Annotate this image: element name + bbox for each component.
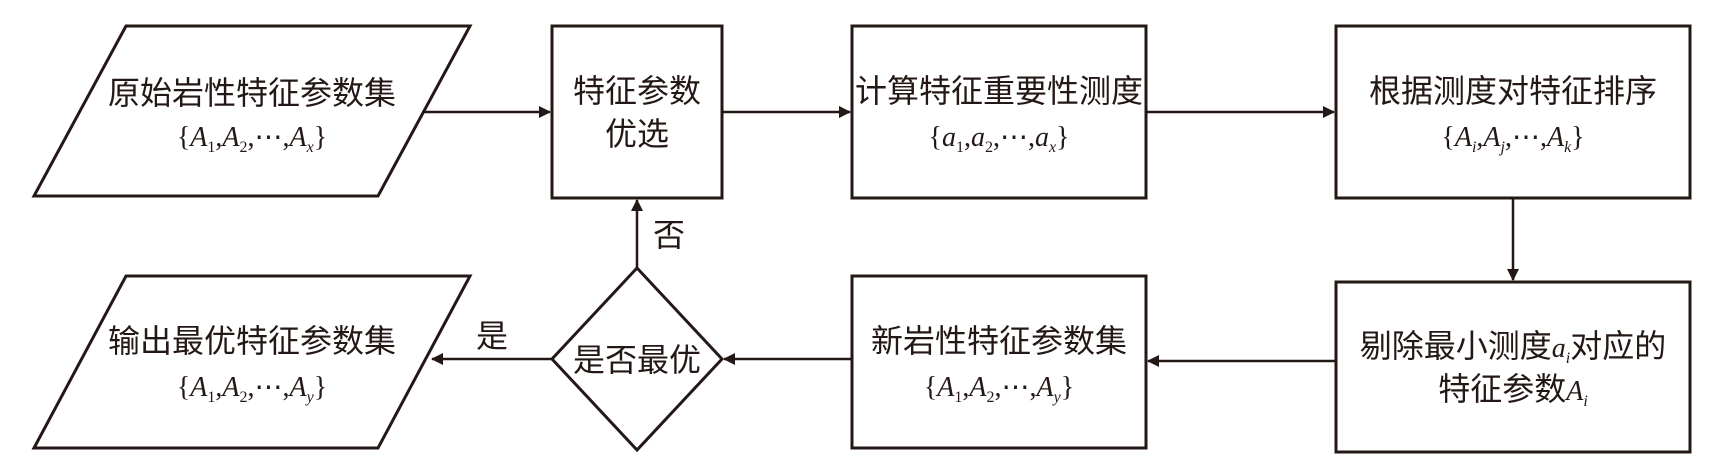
node-remove-min-feature: 剔除最小测度ai对应的 特征参数Ai (1334, 280, 1692, 454)
optimize-line2: 优选 (605, 115, 669, 153)
no-label: 否 (653, 216, 685, 254)
optimize-line1: 特征参数 (573, 72, 701, 110)
output-set-math: {A1,A2,⋯,Ay} (177, 372, 327, 406)
sort-title: 根据测度对特征排序 (1369, 72, 1657, 110)
node-new-parameter-set: 新岩性特征参数集 {A1,A2,⋯,Ay} (850, 274, 1148, 450)
node-compute-importance: 计算特征重要性测度 {a1,a2,⋯,ax} (850, 24, 1148, 200)
input-set-math: {A1,A2,⋯,Ax} (177, 122, 327, 156)
node-sort-features: 根据测度对特征排序 {Ai,Aj,⋯,Ak} (1334, 24, 1692, 200)
remove-line1: 剔除最小测度ai对应的 (1360, 327, 1666, 367)
sort-math: {Ai,Aj,⋯,Ak} (1441, 122, 1584, 156)
node-input-parameter-set: 原始岩性特征参数集 {A1,A2,⋯,Ax} (31, 24, 473, 198)
input-set-title: 原始岩性特征参数集 (108, 74, 396, 112)
new-set-title: 新岩性特征参数集 (871, 322, 1127, 360)
importance-math: {a1,a2,⋯,ax} (928, 122, 1069, 156)
node-decision-optimal: 是否最优 (549, 265, 725, 453)
importance-title: 计算特征重要性测度 (855, 72, 1143, 110)
node-output-parameter-set: 输出最优特征参数集 {A1,A2,⋯,Ay} (31, 274, 473, 450)
output-set-title: 输出最优特征参数集 (108, 322, 396, 360)
yes-label: 是 (476, 317, 508, 355)
remove-line2: 特征参数Ai (1438, 370, 1588, 410)
decision-label: 是否最优 (573, 341, 701, 379)
node-feature-optimization: 特征参数 优选 (550, 24, 724, 200)
new-set-math: {A1,A2,⋯,Ay} (924, 372, 1074, 406)
